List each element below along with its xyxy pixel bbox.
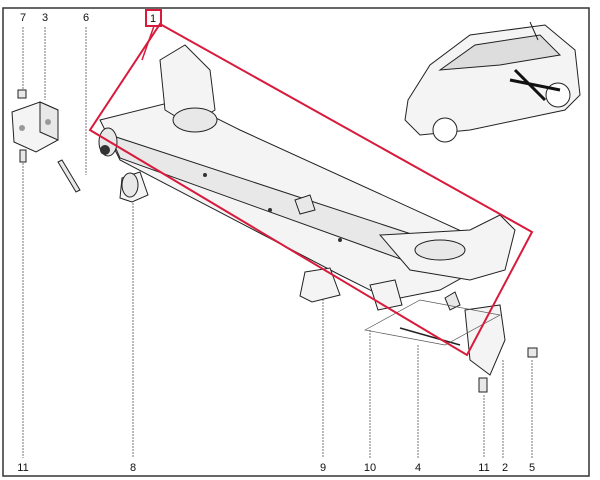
callout-6: 6 (83, 12, 89, 24)
rear-axle-beam (98, 44, 516, 301)
callout-4: 4 (415, 462, 421, 474)
callout-9: 9 (320, 462, 326, 474)
callout-11-left: 11 (17, 462, 28, 474)
bolt-part (57, 159, 81, 193)
callout-7: 7 (20, 12, 26, 24)
right-bracket-part (363, 299, 538, 393)
mount-bracket-part (11, 89, 81, 193)
callout-5: 5 (529, 462, 535, 474)
nut-5 (527, 347, 538, 358)
callout-1: 1 (150, 13, 156, 25)
callout-2: 2 (502, 462, 508, 474)
callout-3: 3 (42, 12, 48, 24)
callout-11-right: 11 (478, 462, 489, 474)
nut-part (17, 89, 27, 99)
silent-block-9 (299, 267, 341, 303)
part-1-highlight (88, 9, 534, 357)
car-location-inset (404, 21, 581, 143)
bolt-11 (478, 377, 488, 393)
leader-lines (22, 27, 533, 458)
callout-8: 8 (130, 462, 136, 474)
callout-10: 10 (364, 462, 376, 474)
bolt-part (19, 149, 27, 163)
